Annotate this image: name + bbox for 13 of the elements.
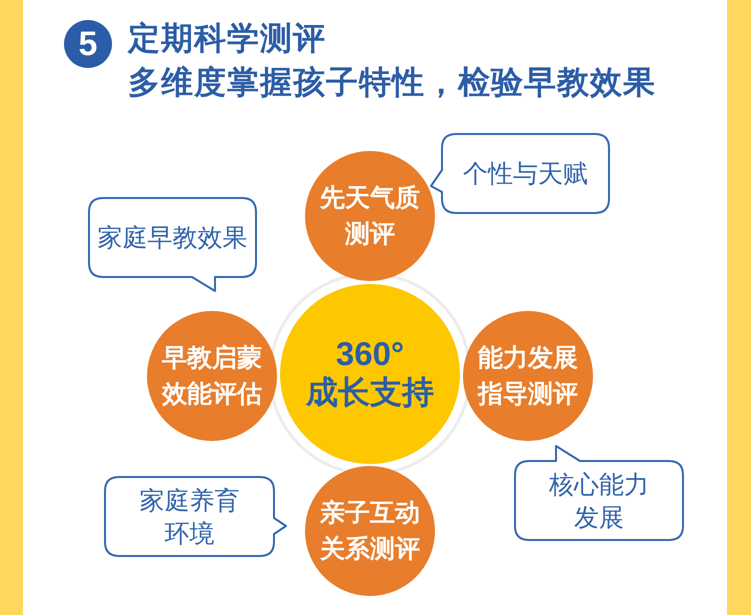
bubble-text: 个性与天赋 xyxy=(463,158,588,190)
circle-label: 能力发展指导测评 xyxy=(476,342,579,410)
bubble-text: 家庭早教效果 xyxy=(98,222,248,254)
title: 定期科学测评 xyxy=(128,18,326,59)
step-number: 5 xyxy=(78,27,98,61)
hub-number: 360° xyxy=(336,336,404,372)
bubble-text: 家庭养育环境 xyxy=(138,484,240,550)
bubble-text: 核心能力发展 xyxy=(548,468,650,534)
subtitle: 多维度掌握孩子特性，检验早教效果 xyxy=(128,62,656,103)
hub-label: 成长支持 xyxy=(306,372,434,412)
circle-label: 先天气质测评 xyxy=(318,182,421,250)
circle-label: 早教启蒙效能评估 xyxy=(160,342,263,410)
circle-label: 亲子互动关系测评 xyxy=(318,497,421,565)
